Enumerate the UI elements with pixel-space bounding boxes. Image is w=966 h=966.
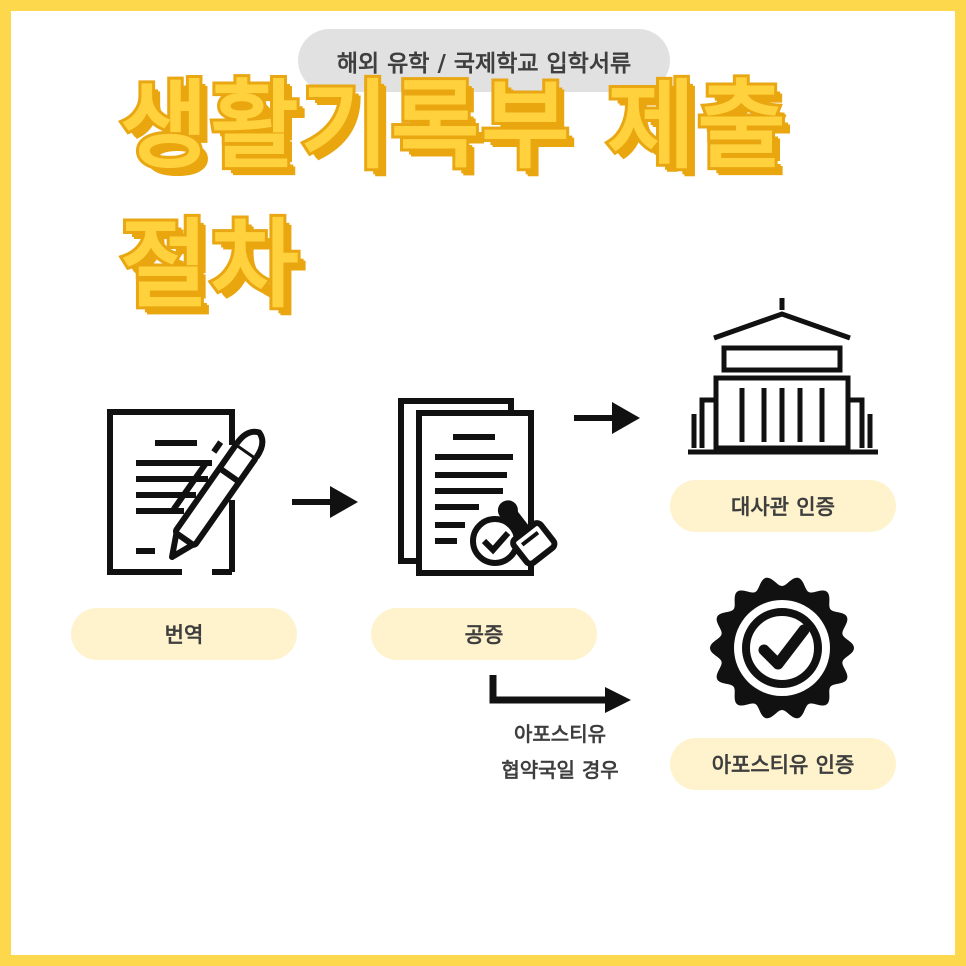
branch-note-line1: 아포스티유 (514, 722, 606, 746)
arrow-right-icon (574, 402, 640, 434)
government-building-icon (688, 298, 878, 455)
page-title: 생활기록부 제출절차 (117, 67, 789, 324)
step-translation-label: 번역 (71, 608, 297, 660)
branch-note-line2: 협약국일 경우 (501, 758, 619, 782)
document-pen-icon (107, 409, 266, 575)
step-notarization-label: 공증 (371, 608, 597, 660)
arrow-right-icon (292, 486, 358, 518)
certified-badge-icon (710, 577, 854, 719)
step-apostille-label: 아포스티유 인증 (670, 738, 896, 790)
stamped-document-icon (398, 398, 558, 576)
branch-note: 아포스티유 협약국일 경우 (470, 716, 650, 788)
category-chip: 해외 유학 / 국제학교 입학서류 (298, 29, 670, 92)
branch-arrow-icon (489, 675, 631, 713)
step-embassy-label: 대사관 인증 (670, 480, 896, 532)
